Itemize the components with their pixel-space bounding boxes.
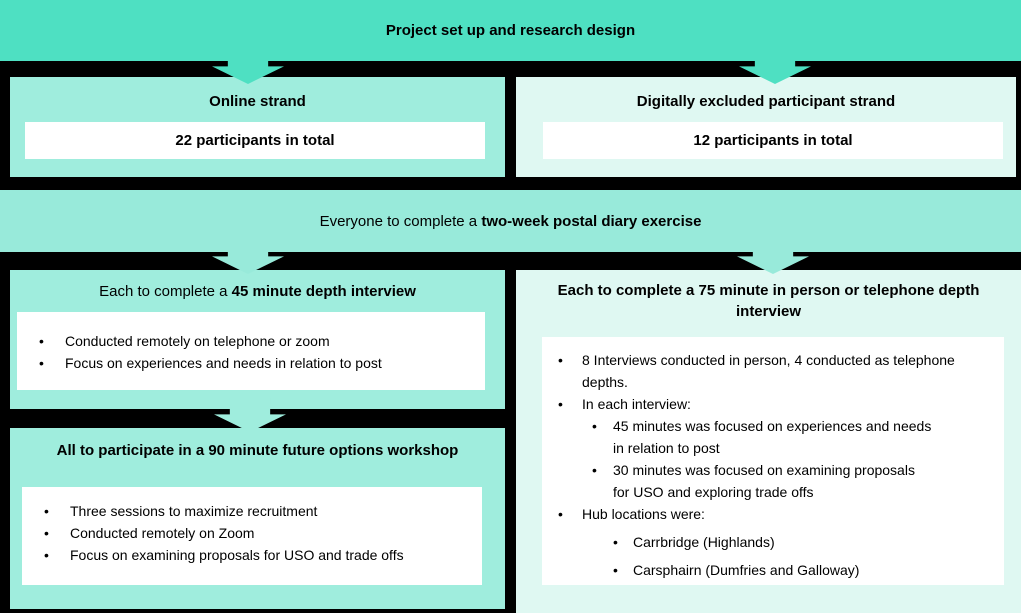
online-strand-title: Online strand [209, 93, 306, 110]
excluded-strand-participants-card: 12 participants in total [543, 122, 1003, 159]
depth-interview-75-bullet-list: 8 Interviews conducted in person, 4 cond… [542, 337, 1004, 581]
depth-interview-45-box: Each to complete a 45 minute depth inter… [10, 270, 505, 409]
list-item: 45 minutes was focused on experiences an… [542, 415, 933, 459]
list-item: Focus on experiences and needs in relati… [17, 352, 475, 374]
workshop-90-heading: All to participate in a 90 minute future… [56, 442, 459, 459]
online-strand-box: Online strand 22 participants in total [10, 77, 505, 177]
list-item: 8 Interviews conducted in person, 4 cond… [542, 349, 974, 393]
workshop-90-card: Three sessions to maximize recruitment C… [22, 487, 482, 585]
top-banner: Project set up and research design [0, 0, 1021, 61]
list-item: Three sessions to maximize recruitment [22, 500, 415, 522]
depth-interview-75-heading: Each to complete a 75 minute in person o… [557, 282, 980, 320]
online-strand-participants: 22 participants in total [175, 132, 335, 149]
diary-banner-text: Everyone to complete a two-week postal d… [319, 212, 702, 230]
list-item: Conducted remotely on Zoom [22, 522, 415, 544]
depth-interview-45-heading: Each to complete a 45 minute depth inter… [99, 283, 416, 300]
list-item: Carrbridge (Highlands) [542, 531, 973, 553]
depth-interview-45-bullet-list: Conducted remotely on telephone or zoom … [17, 312, 485, 374]
top-banner-title: Project set up and research design [385, 22, 636, 39]
depth-interview-75-box: Each to complete a 75 minute in person o… [516, 270, 1021, 613]
excluded-strand-participants: 12 participants in total [693, 132, 853, 149]
list-item: In each interview: [542, 393, 974, 415]
excluded-strand-box: Digitally excluded participant strand 12… [516, 77, 1016, 177]
diary-banner: Everyone to complete a two-week postal d… [0, 190, 1021, 252]
list-item: Conducted remotely on telephone or zoom [17, 330, 475, 352]
depth-interview-75-card: 8 Interviews conducted in person, 4 cond… [542, 337, 1004, 585]
list-item: Carsphairn (Dumfries and Galloway) [542, 559, 973, 581]
depth-interview-45-card: Conducted remotely on telephone or zoom … [17, 312, 485, 390]
workshop-90-bullet-list: Three sessions to maximize recruitment C… [22, 487, 482, 566]
list-item: Focus on examining proposals for USO and… [22, 544, 415, 566]
excluded-strand-title: Digitally excluded participant strand [636, 93, 896, 110]
list-item: Hub locations were: [542, 503, 974, 525]
online-strand-participants-card: 22 participants in total [25, 122, 485, 159]
list-item: 30 minutes was focused on examining prop… [542, 459, 933, 503]
workshop-90-box: All to participate in a 90 minute future… [10, 428, 505, 609]
